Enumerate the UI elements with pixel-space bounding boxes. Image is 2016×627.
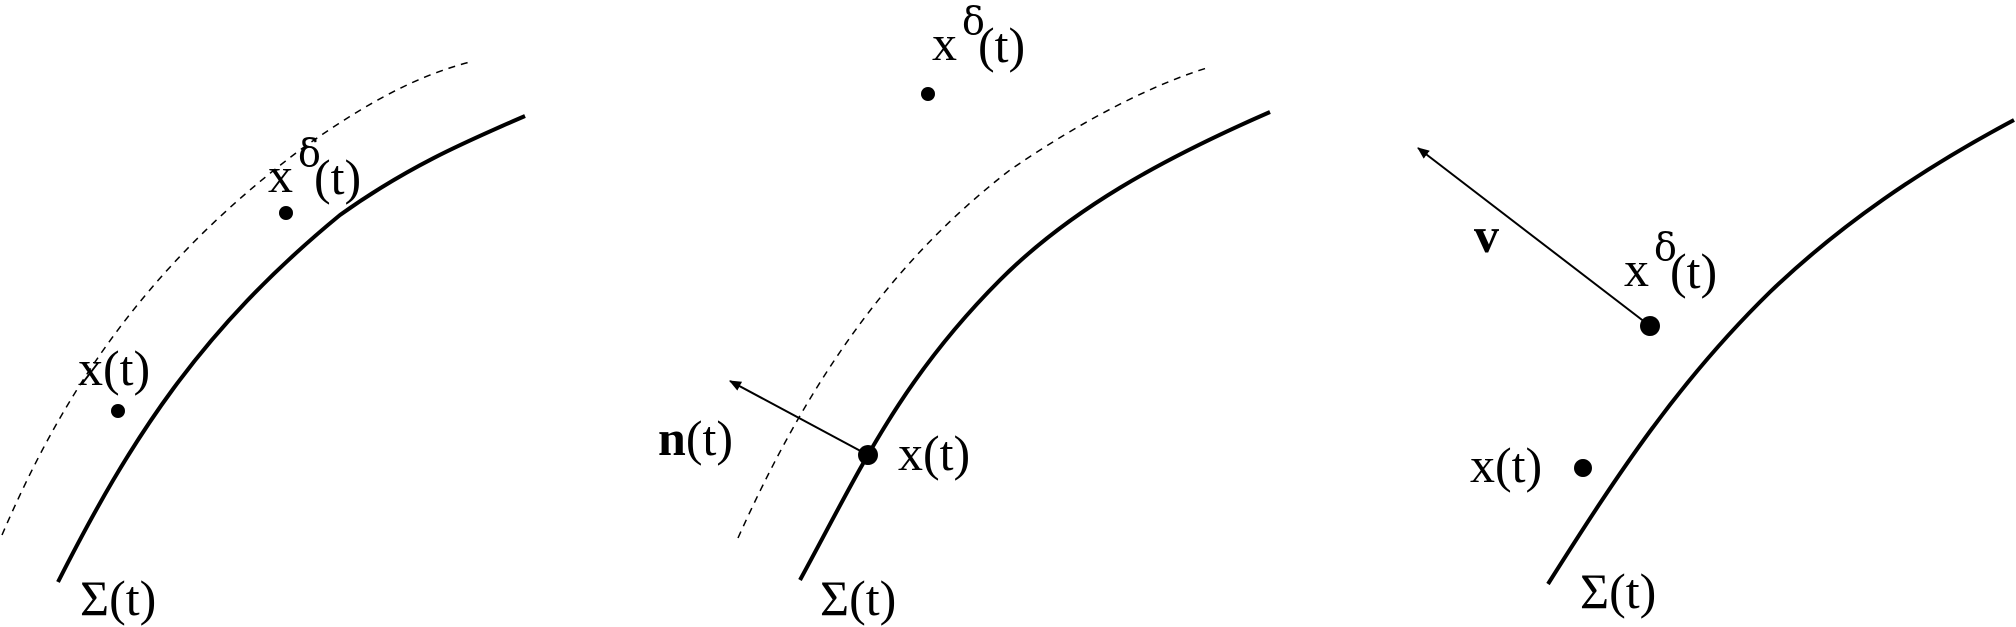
normal-label: n(t) <box>658 410 733 466</box>
surface-label: Σ(t) <box>80 570 156 626</box>
point-x-label: x(t) <box>78 340 150 396</box>
velocity-vector-arrow <box>1417 147 1651 327</box>
point-x-delta-arg: (t) <box>314 149 361 205</box>
offset-curve-dashed <box>1 61 471 536</box>
point-x-delta-label: x <box>268 147 293 203</box>
surface-label: Σ(t) <box>820 570 896 626</box>
point-x-dot <box>1574 459 1592 477</box>
surface-curve <box>56 114 526 583</box>
point-x-delta-arg: (t) <box>1670 243 1717 299</box>
point-x-dot <box>858 445 878 465</box>
point-x-delta-label: x <box>932 15 957 71</box>
offset-curve-dashed <box>737 66 1211 539</box>
point-x-dot <box>111 404 125 418</box>
point-x-label: x(t) <box>898 425 970 481</box>
velocity-label: v <box>1474 207 1499 263</box>
surface-curve <box>1546 118 2015 586</box>
point-x-delta-dot <box>921 87 935 101</box>
panel-middle: x δ (t) x(t) n(t) Σ(t) <box>658 0 1271 626</box>
point-x-delta-dot <box>1640 316 1660 336</box>
panel-left: x δ (t) x(t) Σ(t) <box>1 61 526 626</box>
point-x-delta-sup: δ <box>1654 225 1677 269</box>
panel-right: v x δ (t) x(t) Σ(t) <box>1417 118 2015 619</box>
point-x-delta-dot <box>279 206 293 220</box>
surface-label: Σ(t) <box>1580 563 1656 619</box>
point-x-delta-sup: δ <box>298 131 321 175</box>
surface-curve <box>798 110 1271 581</box>
normal-vector-arrow <box>729 380 869 456</box>
point-x-delta-sup: δ <box>962 0 985 43</box>
point-x-delta-label: x <box>1624 241 1649 297</box>
point-x-label: x(t) <box>1470 437 1542 493</box>
point-x-delta-arg: (t) <box>978 17 1025 73</box>
